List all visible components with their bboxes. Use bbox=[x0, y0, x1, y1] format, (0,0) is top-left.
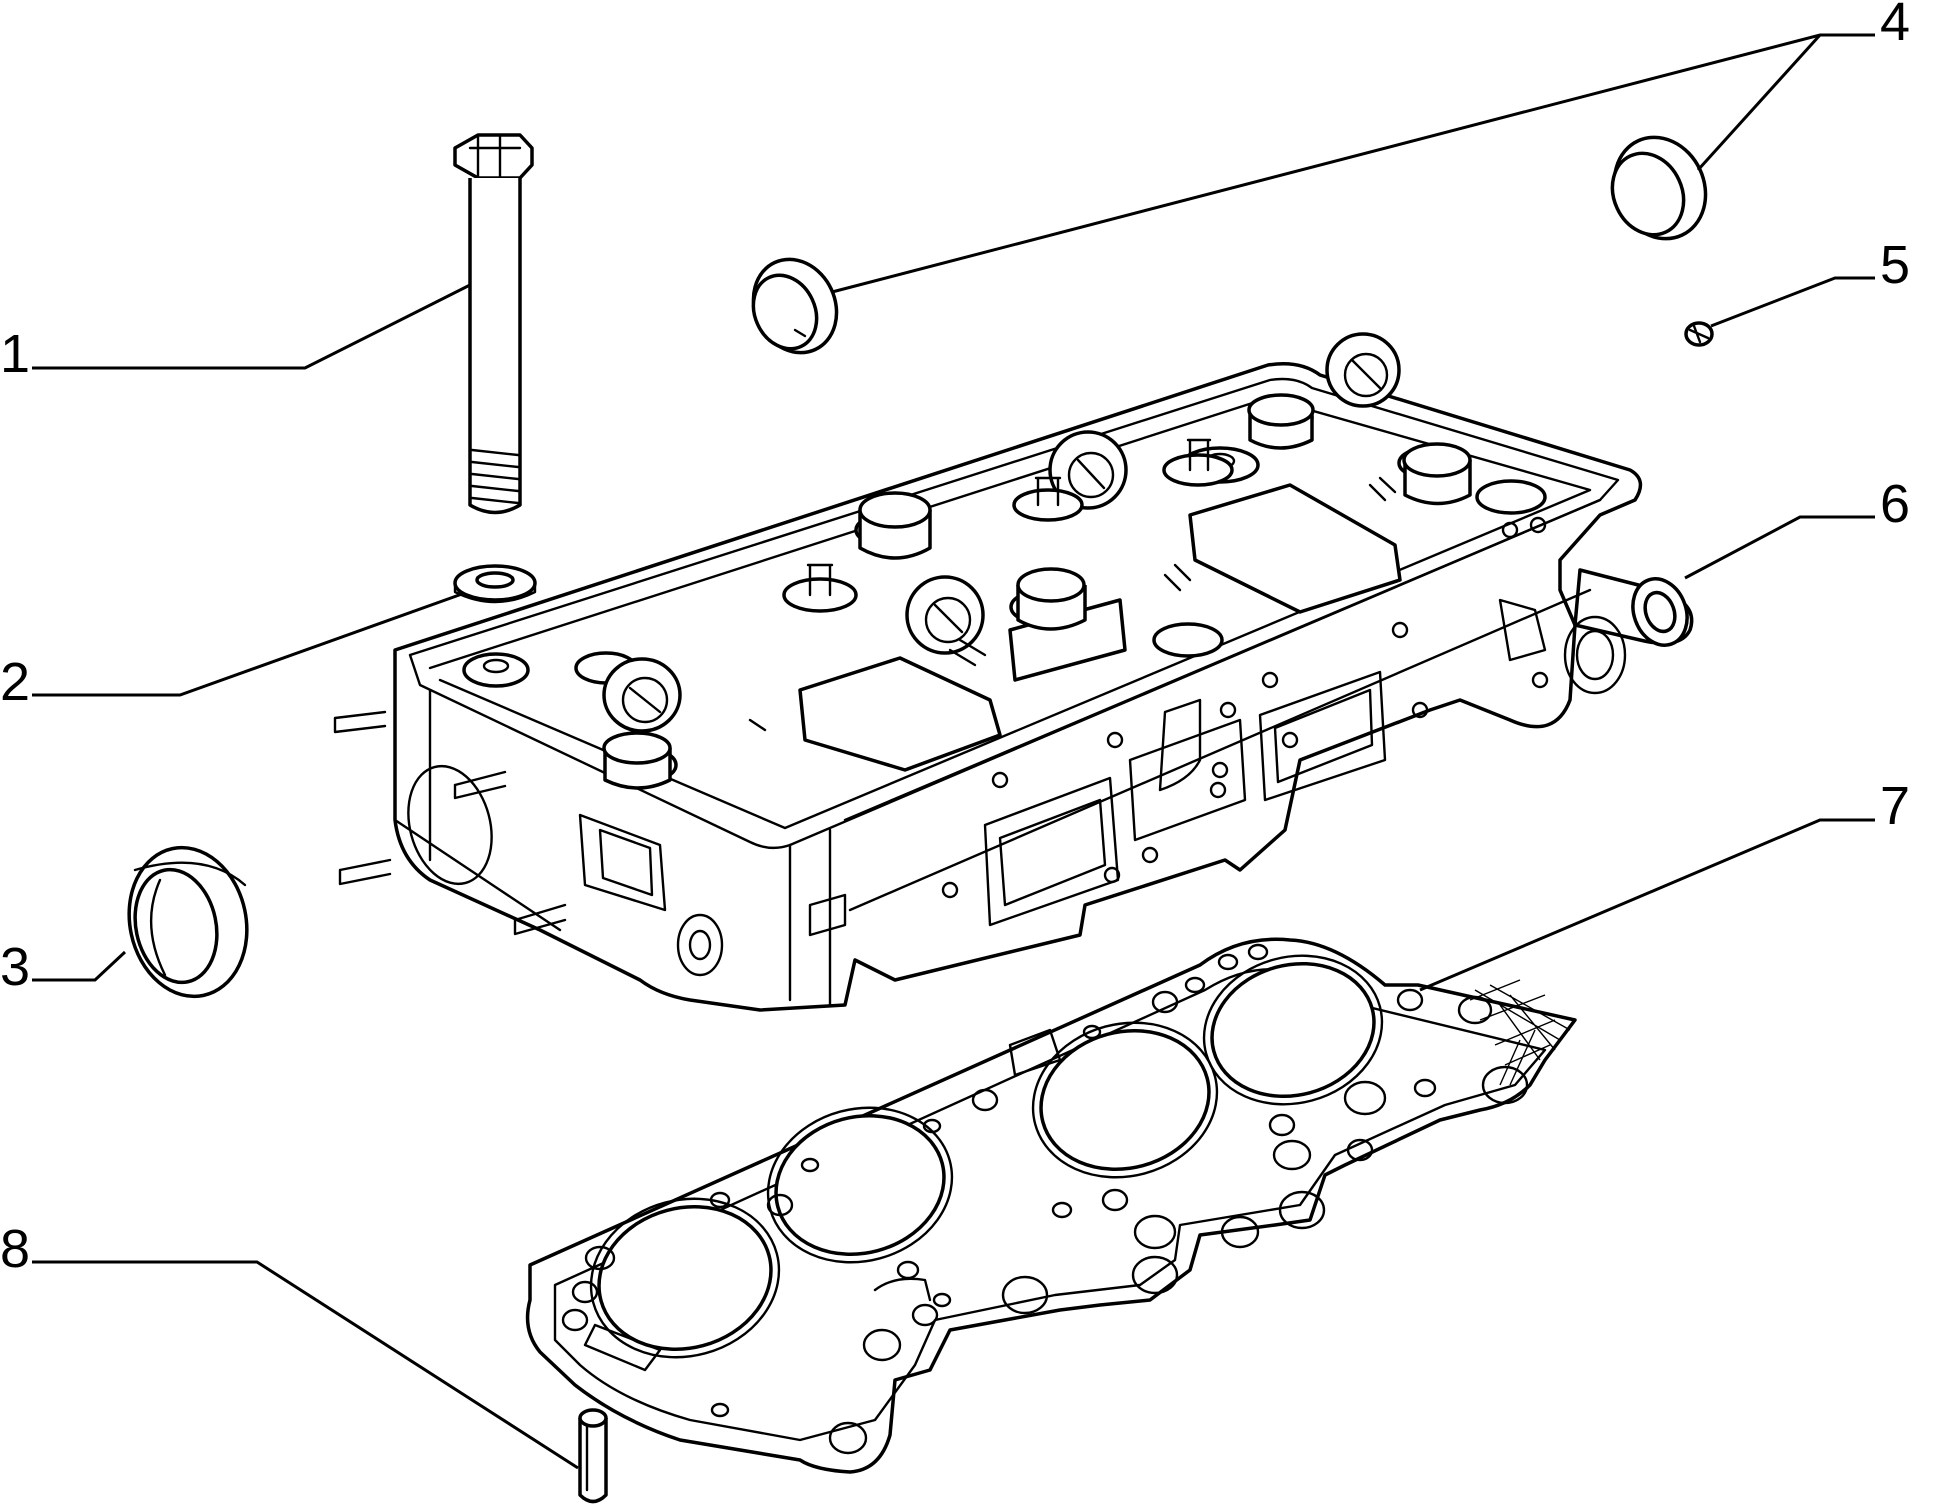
leader-4a bbox=[831, 33, 1875, 294]
leader-lines bbox=[32, 33, 1875, 1470]
leader-2 bbox=[32, 592, 463, 697]
camshaft-seal-ring bbox=[127, 845, 249, 999]
leader-7 bbox=[1419, 818, 1875, 992]
leader-6 bbox=[1684, 515, 1875, 580]
callout-3: 3 bbox=[0, 937, 30, 997]
callout-1: 1 bbox=[0, 324, 30, 384]
callout-6: 6 bbox=[1880, 474, 1910, 534]
head-gasket bbox=[525, 937, 1577, 1474]
dowel-pin bbox=[578, 1408, 608, 1504]
callout-4: 4 bbox=[1880, 0, 1910, 52]
expansion-plug-left bbox=[751, 257, 839, 355]
leader-3 bbox=[32, 950, 127, 982]
small-threaded-plug bbox=[1684, 321, 1714, 347]
cylinder-head bbox=[333, 332, 1643, 1012]
callout-numbers: 1 2 3 4 5 6 7 8 bbox=[0, 0, 1910, 1279]
leader-5 bbox=[1710, 276, 1875, 328]
expansion-plug-right bbox=[1610, 135, 1708, 241]
water-outlet-fitting bbox=[1573, 568, 1694, 647]
head-bolt bbox=[453, 133, 534, 515]
leader-8 bbox=[32, 1260, 579, 1470]
head-bolt-washer bbox=[453, 564, 537, 604]
callout-2: 2 bbox=[0, 652, 30, 712]
leader-4b bbox=[1696, 33, 1822, 172]
callout-5: 5 bbox=[1880, 235, 1910, 295]
callout-7: 7 bbox=[1880, 776, 1910, 836]
callout-8: 8 bbox=[0, 1219, 30, 1279]
leader-1 bbox=[32, 283, 471, 370]
